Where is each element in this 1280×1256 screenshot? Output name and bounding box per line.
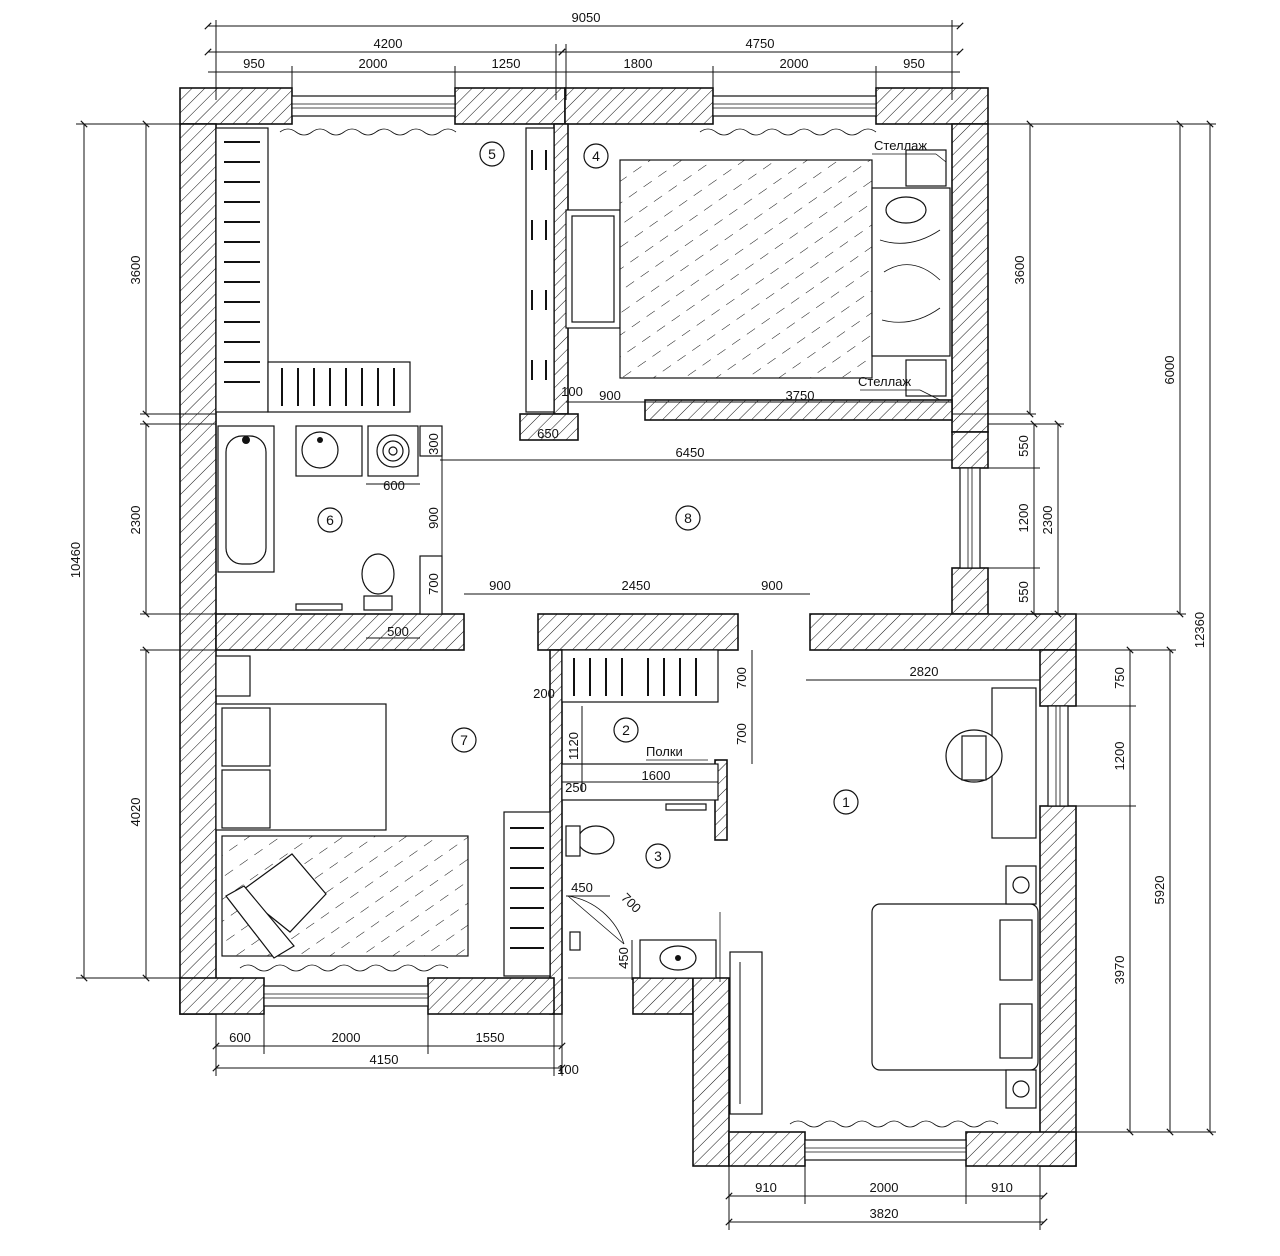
- room-marker-5: 5: [479, 141, 505, 167]
- room-marker-7: 7: [451, 727, 477, 753]
- room-marker-8: 8: [675, 505, 701, 531]
- room-numbers: 1 2 3 4 5 6 7 8: [317, 141, 859, 869]
- dim-bottom-2000-right: 2000: [870, 1180, 899, 1195]
- dim-right-1200-bottom: 1200: [1112, 742, 1127, 771]
- dimension-lines: [76, 20, 1216, 1230]
- dim-bottom-3820: 3820: [870, 1206, 899, 1221]
- room-marker-4: 4: [583, 143, 609, 169]
- dim-wall-2450: 2450: [622, 578, 651, 593]
- dim-room1-2820: 2820: [910, 664, 939, 679]
- dim-wc-450-a: 450: [571, 880, 593, 895]
- dim-bottom-910-right: 910: [991, 1180, 1013, 1195]
- room-marker-3: 3: [645, 843, 671, 869]
- dim-top-r-2000: 2000: [780, 56, 809, 71]
- dim-right-550-top: 550: [1016, 435, 1031, 457]
- dim-wc-700: 700: [618, 890, 644, 916]
- dim-top-left: 4200: [374, 36, 403, 51]
- windows: [239, 95, 1069, 1161]
- dim-bath-300: 300: [426, 433, 441, 455]
- room-number-6: 6: [326, 512, 334, 528]
- dim-bottom-2000-left: 2000: [332, 1030, 361, 1045]
- dim-closet2-250: 250: [565, 780, 587, 795]
- dim-right-750: 750: [1112, 667, 1127, 689]
- doors: [567, 895, 721, 982]
- dim-bath-600: 600: [383, 478, 405, 493]
- dim-top-total: 9050: [572, 10, 601, 25]
- dim-door-900-right: 900: [761, 578, 783, 593]
- room-number-1: 1: [842, 794, 850, 810]
- dim-top-r-1800: 1800: [624, 56, 653, 71]
- dim-door-900-left: 900: [489, 578, 511, 593]
- dim-left-3600: 3600: [128, 256, 143, 285]
- note-shelf-bottom: Стеллаж: [858, 374, 911, 389]
- dim-top-l-950: 950: [243, 56, 265, 71]
- dim-bottom-100: 100: [557, 1062, 579, 1077]
- dimension-labels: 9050 4200 4750 950 2000 1250 1800 2000 9…: [68, 10, 1207, 1221]
- dim-right-3970: 3970: [1112, 956, 1127, 985]
- dim-right-2300: 2300: [1040, 506, 1055, 535]
- walls: [179, 87, 1077, 1167]
- dim-bottom-4150: 4150: [370, 1052, 399, 1067]
- dim-right-12360: 12360: [1192, 612, 1207, 648]
- dim-right-550-bottom: 550: [1016, 581, 1031, 603]
- notes: Стеллаж Стеллаж Полки: [646, 138, 927, 759]
- dim-closet2-1120: 1120: [566, 732, 581, 760]
- dim-closet2-1600: 1600: [642, 768, 671, 783]
- note-shelves: Полки: [646, 744, 683, 759]
- dim-top-l-1250: 1250: [492, 56, 521, 71]
- note-leaders: [646, 153, 947, 761]
- dim-bottom-600: 600: [229, 1030, 251, 1045]
- dim-closet-650: 650: [537, 426, 559, 441]
- dim-closet2-700-b: 700: [734, 723, 749, 745]
- dim-bed4-100: 100: [561, 384, 583, 399]
- dim-bath-500: 500: [387, 624, 409, 639]
- dim-right-3600: 3600: [1012, 256, 1027, 285]
- dim-top-r-950: 950: [903, 56, 925, 71]
- dim-bath-900: 900: [426, 507, 441, 529]
- furniture: [215, 127, 1039, 1115]
- dim-left-total: 10460: [68, 542, 83, 578]
- room-number-8: 8: [684, 510, 692, 526]
- room-marker-2: 2: [613, 717, 639, 743]
- dim-right-6000: 6000: [1162, 356, 1177, 385]
- dim-closet2-200: 200: [533, 686, 555, 701]
- dim-left-2300: 2300: [128, 506, 143, 535]
- dim-bottom-910-left: 910: [755, 1180, 777, 1195]
- dim-right-1200-top: 1200: [1016, 504, 1031, 533]
- dim-bed4-3750: 3750: [786, 388, 815, 403]
- note-shelf-top: Стеллаж: [874, 138, 927, 153]
- dim-bath-700: 700: [426, 573, 441, 595]
- room-number-2: 2: [622, 722, 630, 738]
- dim-hall-6450: 6450: [676, 445, 705, 460]
- room-number-3: 3: [654, 848, 662, 864]
- room-number-5: 5: [488, 146, 496, 162]
- dim-top-l-2000: 2000: [359, 56, 388, 71]
- room-number-7: 7: [460, 732, 468, 748]
- dim-closet2-700-a: 700: [734, 667, 749, 689]
- dim-top-right: 4750: [746, 36, 775, 51]
- dim-wc-450-b: 450: [616, 947, 631, 969]
- dim-bed4-900: 900: [599, 388, 621, 403]
- room-number-4: 4: [592, 148, 600, 164]
- room-marker-1: 1: [833, 789, 859, 815]
- room-marker-6: 6: [317, 507, 343, 533]
- dim-left-4020: 4020: [128, 798, 143, 827]
- dim-bottom-1550: 1550: [476, 1030, 505, 1045]
- dim-right-5920: 5920: [1152, 876, 1167, 905]
